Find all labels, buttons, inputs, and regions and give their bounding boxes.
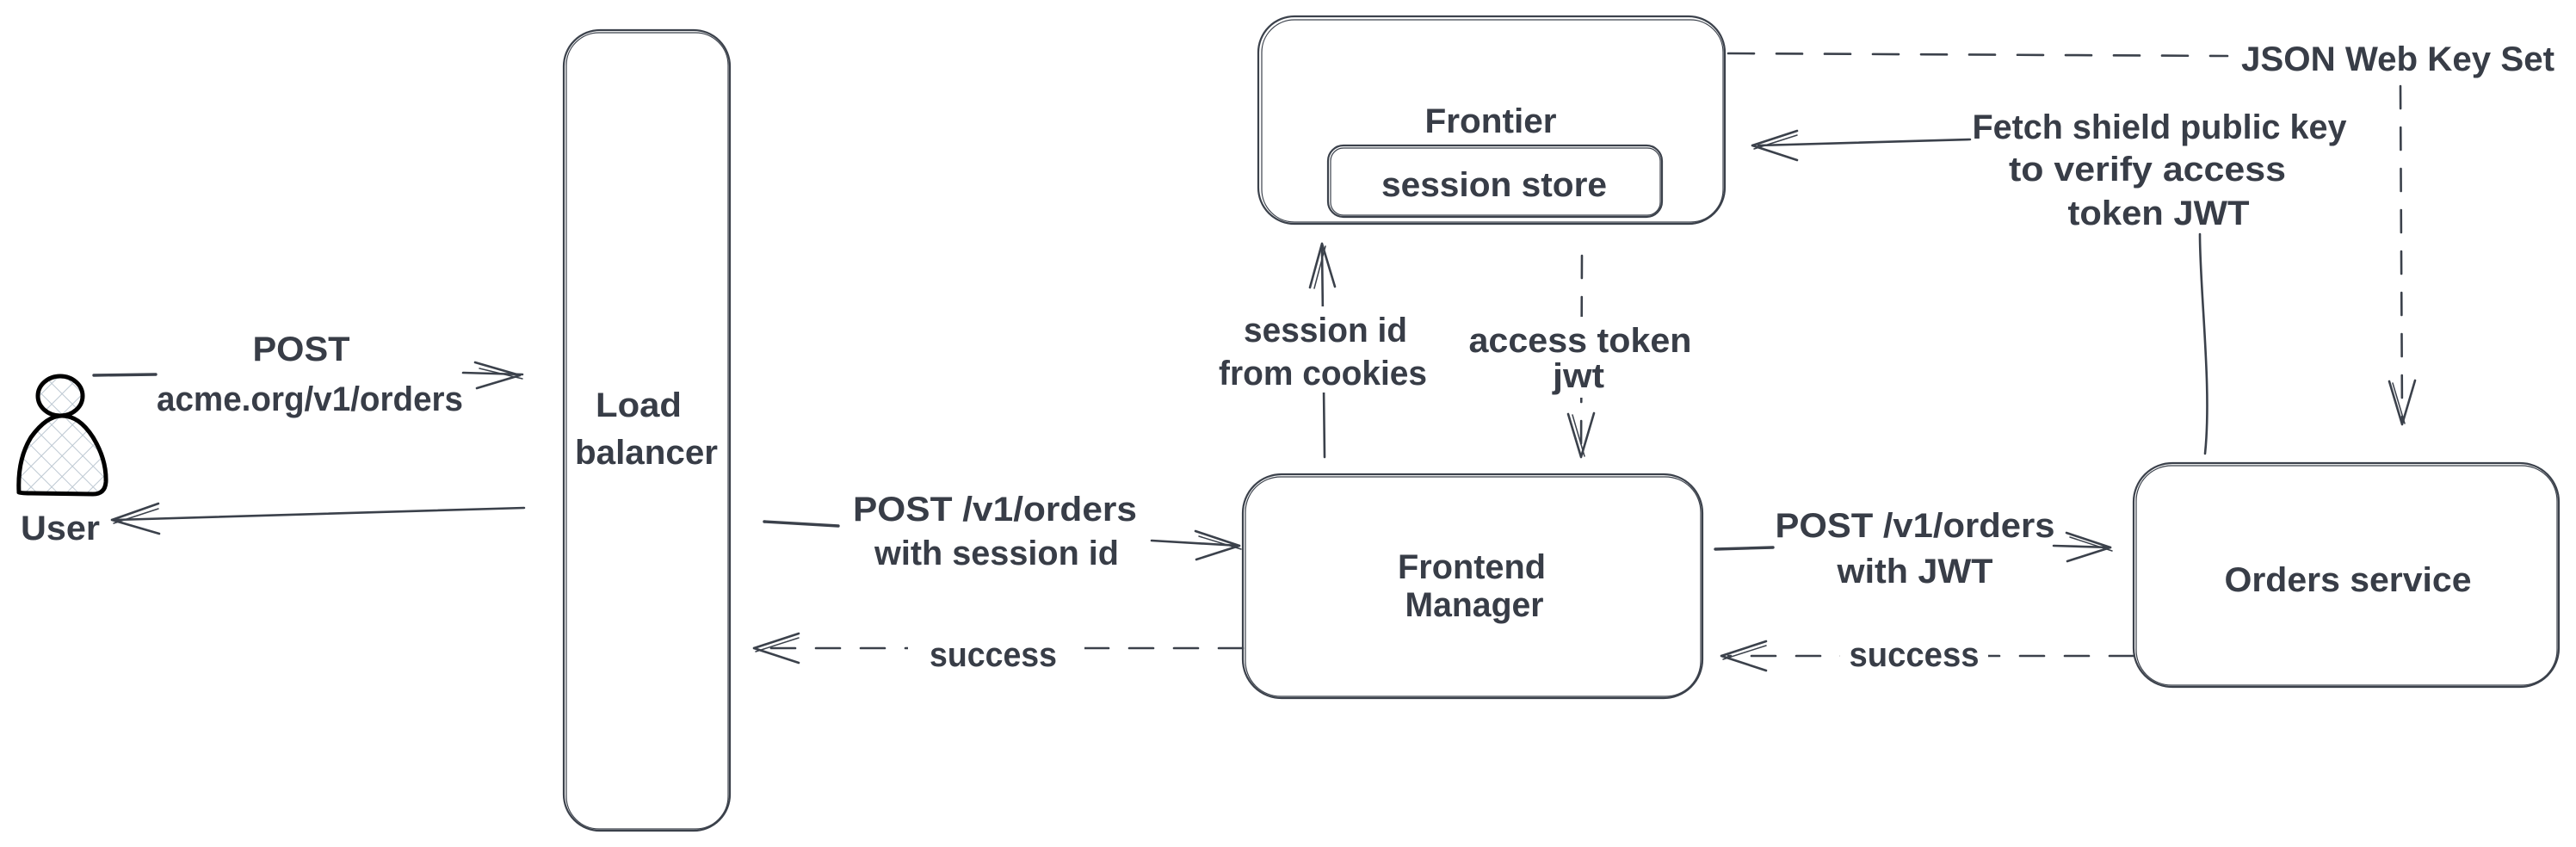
svg-text:Orders service: Orders service <box>2225 561 2472 599</box>
svg-text:acme.org/v1/orders: acme.org/v1/orders <box>157 380 463 418</box>
svg-text:Manager: Manager <box>1405 586 1544 624</box>
svg-text:JSON Web Key Set: JSON Web Key Set <box>2241 40 2554 78</box>
svg-text:session store: session store <box>1381 166 1607 204</box>
svg-text:Frontier: Frontier <box>1425 102 1557 140</box>
svg-text:Frontend: Frontend <box>1398 548 1546 586</box>
svg-text:User: User <box>21 510 100 547</box>
svg-text:POST: POST <box>253 331 350 368</box>
svg-text:jwt: jwt <box>1552 357 1604 395</box>
svg-text:success: success <box>930 636 1057 674</box>
svg-text:access token: access token <box>1469 322 1692 360</box>
svg-text:POST /v1/orders: POST /v1/orders <box>1776 507 2055 545</box>
svg-text:Load: Load <box>596 386 682 424</box>
svg-text:Fetch shield public key: Fetch shield public key <box>1973 108 2348 146</box>
svg-text:to verify access: to verify access <box>2009 151 2286 189</box>
svg-text:session id: session id <box>1244 312 1407 349</box>
svg-text:balancer: balancer <box>575 434 718 472</box>
svg-text:success: success <box>1850 636 1980 674</box>
svg-text:with session id: with session id <box>874 535 1119 572</box>
svg-text:with JWT: with JWT <box>1836 553 1992 590</box>
svg-text:from cookies: from cookies <box>1219 355 1427 393</box>
svg-text:token JWT: token JWT <box>2068 195 2250 232</box>
svg-text:POST /v1/orders: POST /v1/orders <box>853 491 1137 529</box>
